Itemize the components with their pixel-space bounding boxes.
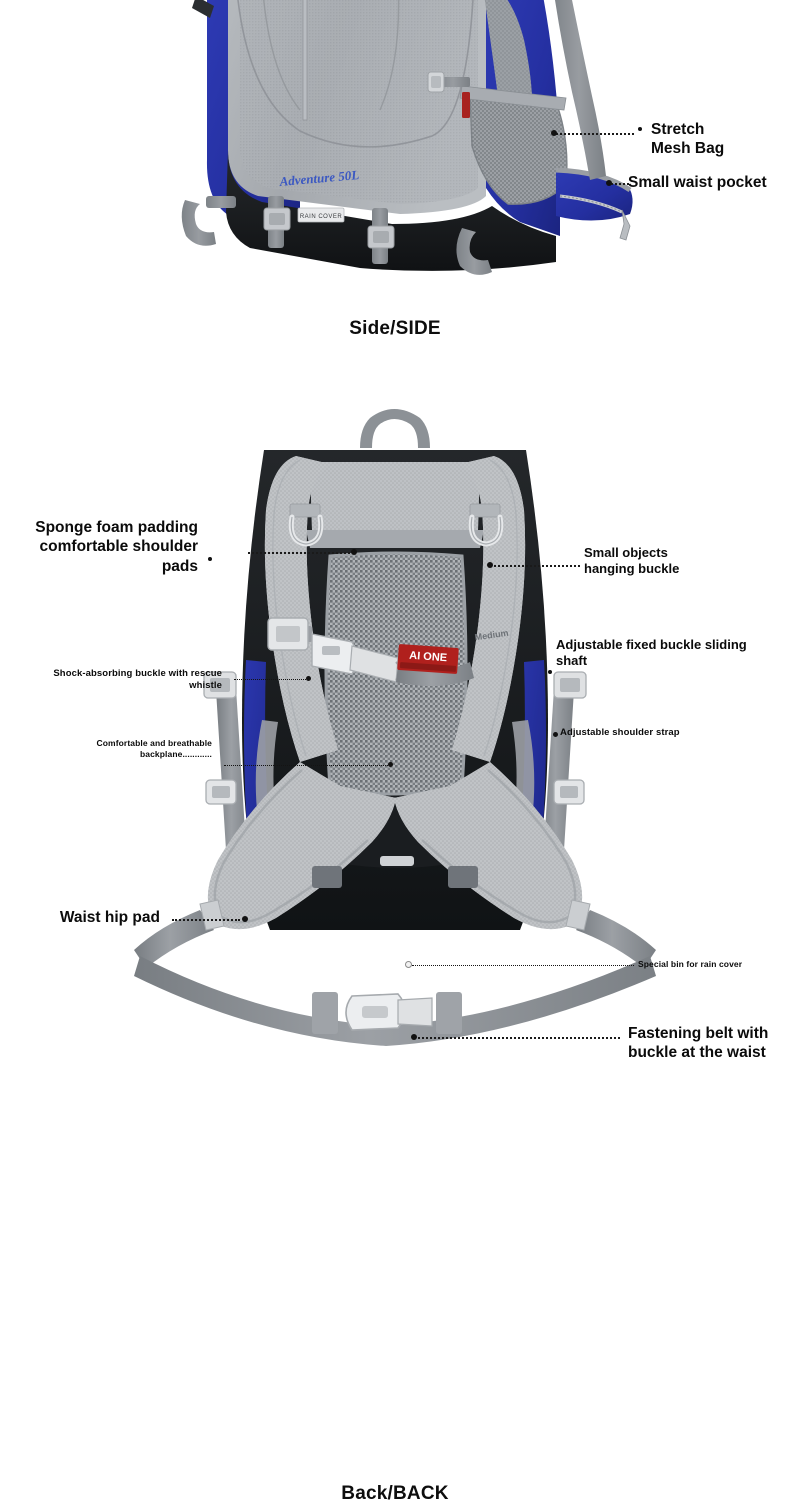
annotation-fastening-belt-with-buckle: Fastening belt with buckle at the waist [628, 1025, 769, 1062]
leader-waist-hip-pad [172, 919, 240, 923]
anchor-dot-small-objects-hanging-buckle [487, 562, 493, 568]
side-view-section: RAIN COVER Adventure 50L Stretch Mesh Ba… [0, 0, 790, 370]
leader-shock-absorbing-buckle [234, 679, 308, 682]
side-view-product-image: RAIN COVER Adventure 50L [181, 0, 633, 275]
bullet-sponge-foam-padding [208, 557, 212, 561]
caption-side-view: Side/SIDE [349, 318, 441, 339]
leader-small-objects-hanging-buckle [494, 565, 580, 569]
leader-comfortable-breathable-backplane [224, 765, 390, 768]
anchor-dot-adjustable-shoulder-strap [553, 732, 558, 737]
annotation-special-bin-for-rain-cover: Special bin for rain cover [638, 959, 743, 969]
bullet-adjustable-fixed-buckle-sliding-shaft [548, 670, 552, 674]
svg-text:RAIN COVER: RAIN COVER [300, 214, 343, 220]
annotation-sponge-foam-padding: Sponge foam padding comfortable shoulder… [35, 519, 198, 575]
anchor-dot-special-bin-for-rain-cover [405, 961, 412, 968]
leader-small-waist-pocket [611, 183, 629, 187]
annotation-waist-hip-pad: Waist hip pad [59, 909, 160, 926]
back-view-product-image: Medium AI ONE [134, 409, 656, 1046]
annotation-small-objects-hanging-buckle: Small objects hanging buckle [584, 545, 680, 577]
anchor-dot-comfortable-breathable-backplane [388, 762, 393, 767]
back-view-section: Medium AI ONE [0, 390, 790, 1504]
anchor-dot-stretch-mesh-bag [551, 130, 557, 136]
leader-fastening-belt-with-buckle [418, 1037, 620, 1041]
leader-special-bin-for-rain-cover [412, 965, 634, 968]
caption-back-view: Back/BACK [341, 1483, 449, 1504]
svg-text:AI ONE: AI ONE [409, 650, 448, 665]
annotation-stretch-mesh-bag: Stretch Mesh Bag [651, 121, 725, 158]
anchor-dot-fastening-belt-with-buckle [411, 1034, 417, 1040]
anchor-dot-shock-absorbing-buckle [306, 676, 311, 681]
leader-sponge-foam-padding [248, 552, 354, 556]
annotation-adjustable-shoulder-strap: Adjustable shoulder strap [560, 727, 680, 738]
annotation-adjustable-fixed-buckle-sliding-shaft: Adjustable fixed buckle sliding shaft [556, 637, 747, 669]
leader-stretch-mesh-bag [556, 133, 634, 137]
anchor-dot-small-waist-pocket [606, 180, 612, 186]
anchor-dot-waist-hip-pad [242, 916, 248, 922]
bullet-stretch-mesh-bag [638, 127, 642, 131]
annotation-comfortable-breathable-backplane: Comfortable and breathable backplane....… [96, 738, 212, 759]
annotation-small-waist-pocket: Small waist pocket [628, 174, 767, 191]
svg-text:Medium: Medium [474, 628, 509, 643]
svg-text:Adventure 50L: Adventure 50L [278, 167, 360, 189]
annotation-shock-absorbing-buckle: Shock-absorbing buckle with rescue whist… [53, 668, 222, 691]
anchor-dot-sponge-foam-padding [351, 549, 357, 555]
